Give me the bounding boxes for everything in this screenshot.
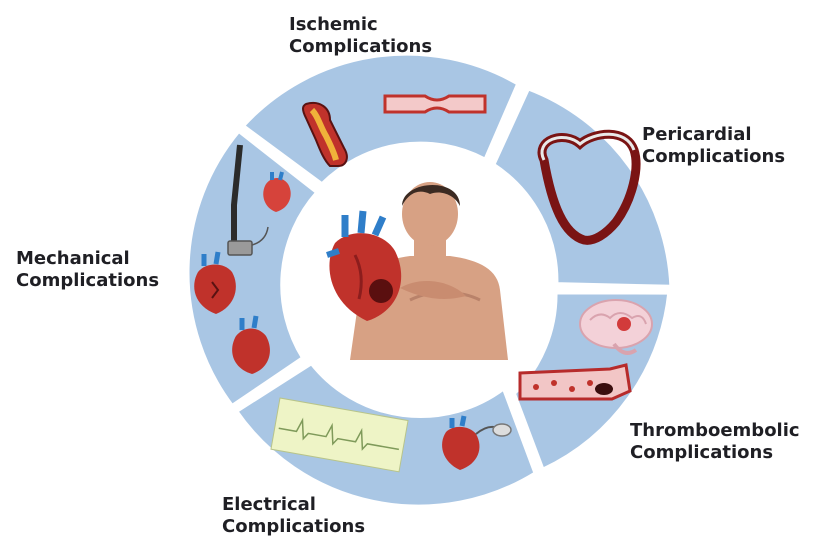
label-thromboembolic-line2: Complications — [630, 442, 800, 464]
label-electrical-line1: Electrical — [222, 494, 365, 516]
label-mechanical-line1: Mechanical — [16, 248, 159, 270]
label-pericardial-line1: Pericardial — [642, 124, 785, 146]
label-mechanical: Mechanical Complications — [16, 248, 159, 292]
label-electrical-line2: Complications — [222, 516, 365, 538]
label-ischemic: Ischemic Complications — [289, 14, 432, 58]
heart-icon — [327, 211, 401, 321]
label-electrical: Electrical Complications — [222, 494, 365, 538]
label-mechanical-line2: Complications — [16, 270, 159, 292]
label-ischemic-line1: Ischemic — [289, 14, 432, 36]
label-pericardial-line2: Complications — [642, 146, 785, 168]
label-thromboembolic: Thromboembolic Complications — [630, 420, 800, 464]
narrowed-vessel-icon — [385, 96, 485, 112]
segment-pericardial — [493, 88, 671, 286]
label-thromboembolic-line1: Thromboembolic — [630, 420, 800, 442]
label-ischemic-line2: Complications — [289, 36, 432, 58]
label-pericardial: Pericardial Complications — [642, 124, 785, 168]
